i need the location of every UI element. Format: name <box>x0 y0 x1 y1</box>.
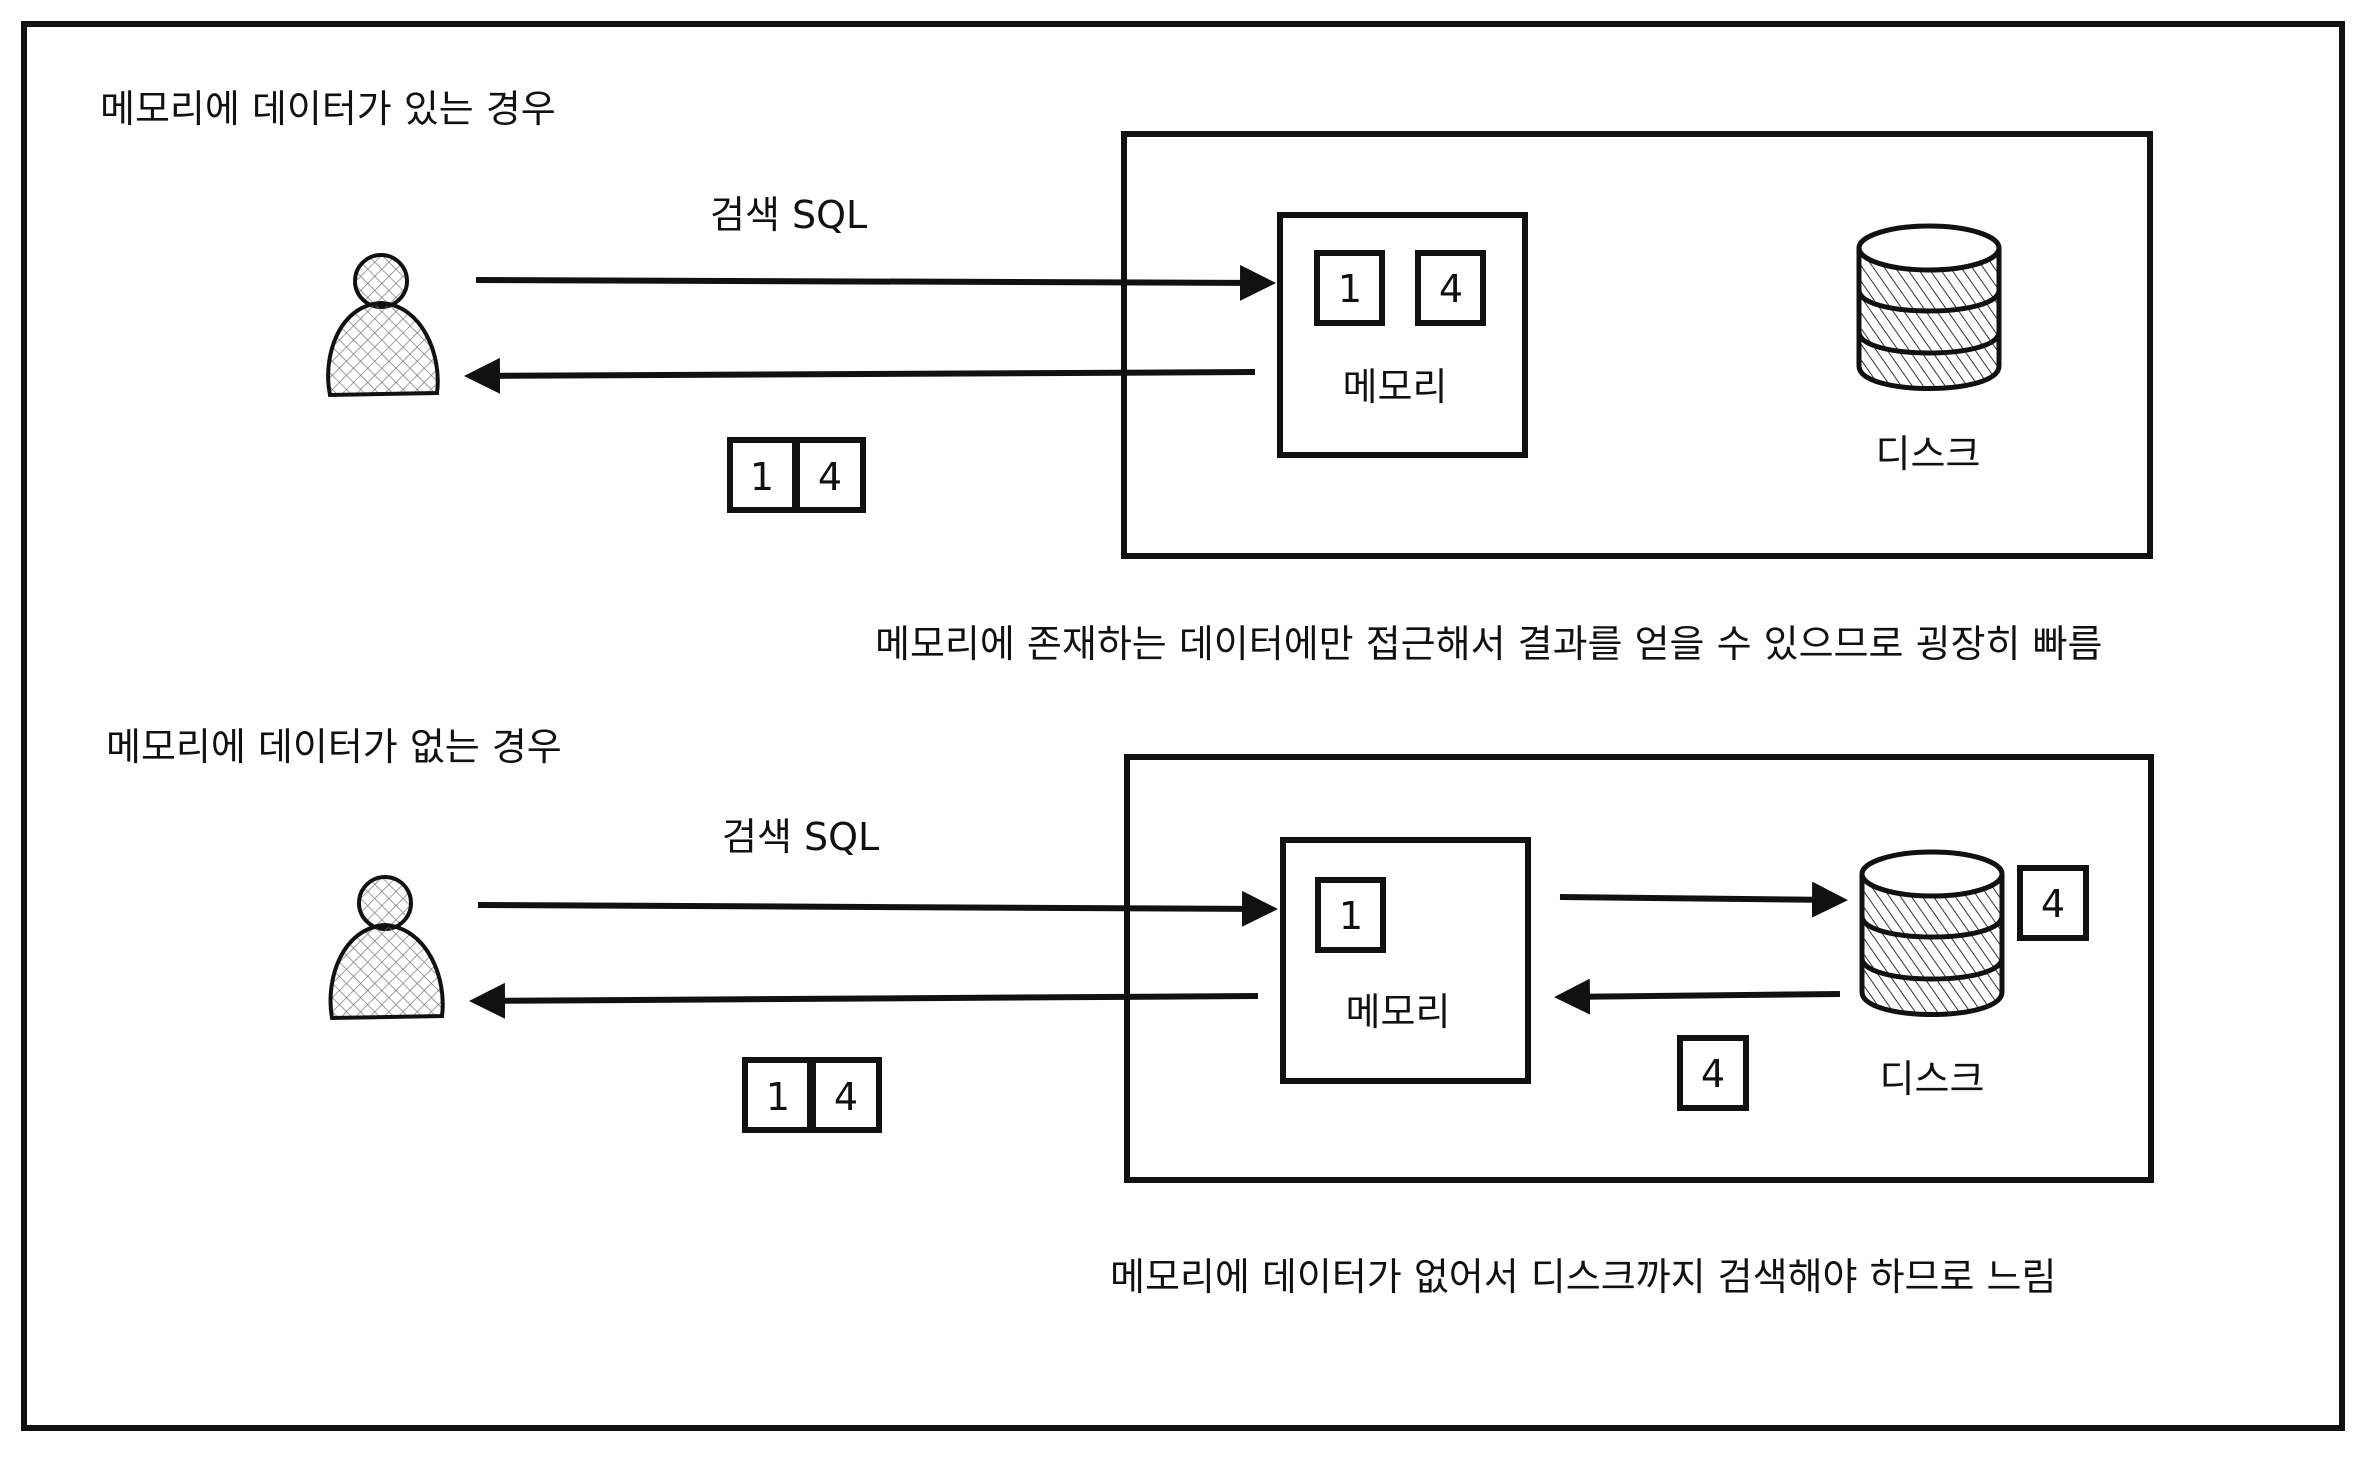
transfer-block-value: 4 <box>1701 1052 1725 1096</box>
case-miss-heading: 메모리에 데이터가 없는 경우 <box>106 725 562 769</box>
case-hit: 메모리에 데이터가 있는 경우 검색 SQL 1 4 1 4 메모리 <box>100 87 2153 666</box>
result-arrow <box>464 357 1256 394</box>
user-icon <box>326 253 440 398</box>
disk-icon <box>1856 223 2002 391</box>
memory-block-value: 4 <box>1439 267 1463 311</box>
result-block-value: 1 <box>766 1075 790 1119</box>
memory-block <box>1314 250 1385 326</box>
memory-block <box>1415 250 1486 326</box>
query-arrow <box>477 890 1278 927</box>
query-label: 검색 SQL <box>722 815 879 859</box>
user-icon <box>328 875 445 1021</box>
disk-label: 디스크 <box>1880 1057 1985 1101</box>
query-arrow <box>475 264 1276 301</box>
transfer-block <box>1677 1035 1749 1111</box>
result-arrow <box>469 982 1259 1019</box>
disk-label: 디스크 <box>1876 432 1981 476</box>
result-block-group: 1 4 <box>727 437 866 513</box>
server-box <box>1121 131 2153 559</box>
result-block-value: 4 <box>834 1075 858 1119</box>
memory-block-value: 1 <box>1339 894 1363 938</box>
server-box <box>1124 754 2154 1183</box>
memory-box <box>1280 837 1531 1084</box>
case-miss: 메모리에 데이터가 없는 경우 검색 SQL 1 4 1 메모리 4 <box>106 725 2154 1299</box>
disk-request-arrow <box>1559 881 1848 918</box>
query-label: 검색 SQL <box>710 193 867 237</box>
result-block-value: 1 <box>750 455 774 499</box>
outer-frame <box>21 21 2345 1431</box>
memory-block-value: 1 <box>1338 267 1362 311</box>
disk-icon <box>1859 849 2005 1017</box>
case-hit-heading: 메모리에 데이터가 있는 경우 <box>100 87 556 131</box>
result-block-value: 4 <box>818 455 842 499</box>
case-miss-caption: 메모리에 데이터가 없어서 디스크까지 검색해야 하므로 느림 <box>1110 1255 2056 1299</box>
disk-block-value: 4 <box>2041 882 2065 926</box>
memory-block <box>1315 877 1386 953</box>
memory-label: 메모리 <box>1346 990 1451 1034</box>
disk-block <box>2017 865 2089 941</box>
result-block-group: 1 4 <box>742 1057 882 1133</box>
disk-response-arrow <box>1554 978 1841 1015</box>
memory-label: 메모리 <box>1343 365 1448 409</box>
case-hit-caption: 메모리에 존재하는 데이터에만 접근해서 결과를 얻을 수 있으므로 굉장히 빠… <box>875 622 2102 666</box>
